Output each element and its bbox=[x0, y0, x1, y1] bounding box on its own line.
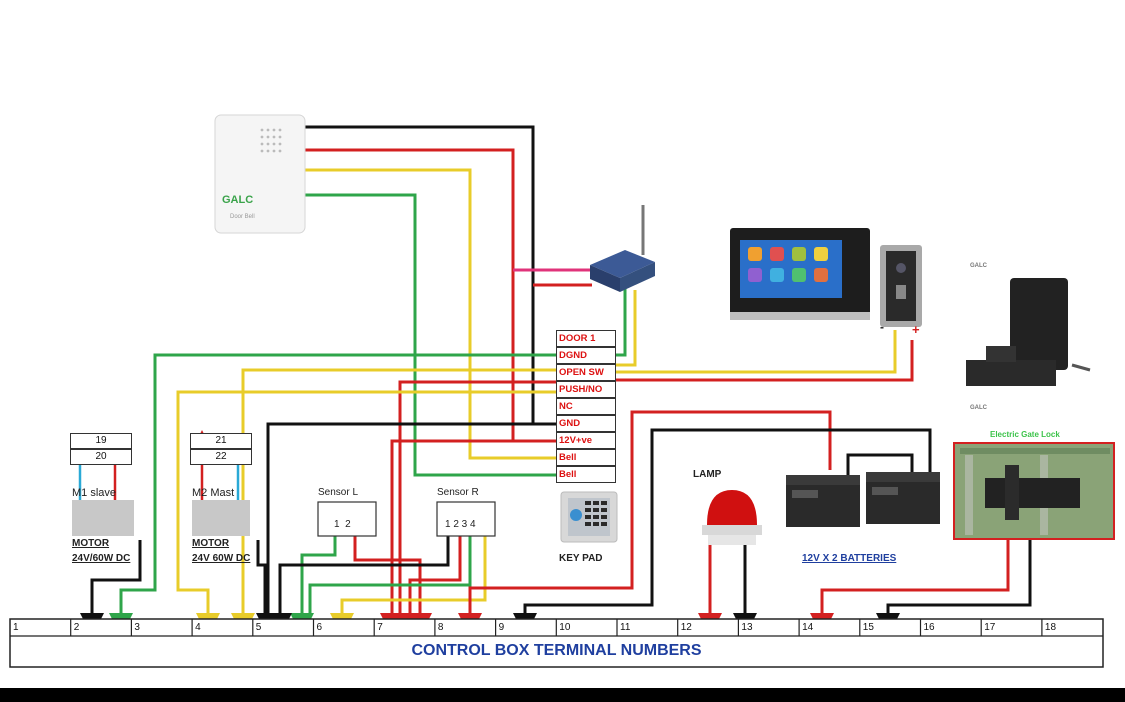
terminal-5: 5 bbox=[255, 622, 262, 633]
motor-master-term-22: 22 bbox=[190, 449, 252, 465]
intercom-minus: - bbox=[880, 320, 884, 334]
panel-row-dgnd: DGND bbox=[556, 347, 616, 364]
power-wires bbox=[458, 410, 1032, 637]
panel-row-push: PUSH/NO bbox=[556, 381, 616, 398]
terminal-16: 16 bbox=[923, 622, 935, 633]
terminal-4: 4 bbox=[195, 622, 201, 633]
gate-lock-brand-2: GALC bbox=[970, 405, 987, 411]
m2-black-wire bbox=[256, 540, 267, 625]
router-green-wire bbox=[616, 285, 627, 357]
terminal-15: 15 bbox=[862, 622, 874, 633]
motor-slave-spec: 24V/60W DC bbox=[72, 553, 131, 564]
motor-slave-box bbox=[72, 500, 134, 536]
sensor-wires bbox=[268, 525, 487, 637]
terminal-strip bbox=[9, 618, 1104, 668]
warning-lamp bbox=[702, 490, 762, 545]
terminal-3: 3 bbox=[134, 622, 140, 633]
m1-black-wire bbox=[80, 540, 142, 637]
keypad-label: KEY PAD bbox=[559, 553, 603, 564]
chime-model: Door Bell bbox=[230, 214, 255, 220]
motor-master-name: M2 Mast bbox=[192, 487, 235, 499]
terminal-strip-title: CONTROL BOX TERMINAL NUMBERS bbox=[411, 642, 702, 659]
intercom-red-wire bbox=[616, 340, 914, 382]
sensor-r-box bbox=[436, 501, 496, 537]
chime-wires bbox=[256, 125, 556, 637]
motor-slave-term-20: 20 bbox=[70, 449, 132, 465]
chime-green-wire bbox=[305, 193, 556, 477]
motor-slave-name: M1 slave bbox=[72, 487, 117, 499]
lamp-label: LAMP bbox=[693, 469, 722, 480]
sensorr-yellow-wire bbox=[330, 525, 487, 637]
gate-lock-product bbox=[966, 278, 1091, 386]
lamp-feed-red-wire bbox=[458, 410, 832, 637]
door-chime bbox=[214, 114, 306, 234]
panel-row-door1: DOOR 1 bbox=[556, 330, 616, 347]
sensor-l-box bbox=[317, 501, 377, 537]
battery-black-wire bbox=[513, 428, 932, 637]
panel-row-bell-2: Bell bbox=[556, 466, 616, 483]
gate-lock-photo bbox=[953, 442, 1115, 540]
bell-yellow-wire bbox=[176, 390, 556, 637]
door-camera bbox=[880, 245, 922, 327]
panel-row-bell-1: Bell bbox=[556, 449, 616, 466]
sensorr-black-wire bbox=[268, 525, 450, 637]
terminal-2: 2 bbox=[73, 622, 80, 633]
motor-master-spec: 24V 60W DC bbox=[192, 553, 251, 564]
dgnd-green-wire bbox=[109, 353, 556, 637]
terminal-10: 10 bbox=[559, 622, 571, 633]
battery-1 bbox=[786, 475, 860, 527]
panel-row-12v: 12V+ve bbox=[556, 432, 616, 449]
motor-slave-label: MOTOR bbox=[72, 538, 110, 549]
sensorl-green-wire bbox=[290, 535, 337, 637]
terminal-14: 14 bbox=[802, 622, 814, 633]
gate-lock-title: Electric Gate Lock bbox=[990, 430, 1060, 439]
terminal-18: 18 bbox=[1044, 622, 1057, 633]
terminal-17: 17 bbox=[984, 622, 996, 633]
motor-slave-term-19: 19 bbox=[70, 433, 132, 449]
keypad-device bbox=[560, 491, 618, 543]
bottom-bar bbox=[0, 688, 1125, 702]
lock-black-wire bbox=[876, 540, 1032, 637]
terminal-13: 13 bbox=[741, 622, 753, 633]
router-wires bbox=[513, 268, 637, 367]
sensorl-red-wire bbox=[353, 535, 432, 637]
terminal-8: 8 bbox=[437, 622, 444, 633]
terminal-1: 1 bbox=[13, 622, 19, 633]
terminal-7: 7 bbox=[377, 622, 383, 633]
motor-master-term-21: 21 bbox=[190, 433, 252, 449]
motor-master-label: MOTOR bbox=[192, 538, 230, 549]
panel-row-opensw: OPEN SW bbox=[556, 364, 616, 381]
panel-wires bbox=[109, 330, 914, 637]
router-yellow-wire bbox=[616, 290, 637, 367]
terminal-12: 12 bbox=[680, 622, 692, 633]
gate-lock-brand: GALC bbox=[970, 263, 987, 269]
push-red-wire bbox=[388, 380, 616, 637]
motor-master-box bbox=[192, 500, 250, 536]
intercom-yellow-wire bbox=[616, 330, 897, 374]
batteries-label: 12V X 2 BATTERIES bbox=[802, 553, 897, 564]
sensor-l-pins: 1 2 bbox=[334, 519, 351, 530]
sensor-l-title: Sensor L bbox=[318, 487, 359, 498]
gsm-router bbox=[590, 205, 655, 292]
terminal-11: 11 bbox=[620, 622, 631, 633]
lock-red-wire bbox=[810, 540, 1010, 637]
panel-row-nc: NC bbox=[556, 398, 616, 415]
sensorr-green-wire bbox=[308, 525, 472, 625]
battery-link-black bbox=[846, 453, 914, 475]
terminal-6: 6 bbox=[316, 622, 323, 633]
battery-2 bbox=[866, 472, 940, 524]
intercom-plus: + bbox=[912, 322, 920, 337]
opensw-yellow-wire bbox=[231, 368, 556, 637]
sensor-r-pins: 1 2 3 4 bbox=[445, 519, 476, 530]
panel-row-gnd: GND bbox=[556, 415, 616, 432]
chime-yellow-wire bbox=[305, 168, 556, 460]
chime-brand: GALC bbox=[222, 194, 254, 206]
terminal-9: 9 bbox=[498, 622, 505, 633]
sensor-r-title: Sensor R bbox=[437, 487, 479, 498]
sensorr-red-wire bbox=[398, 525, 462, 637]
video-monitor bbox=[730, 228, 870, 320]
